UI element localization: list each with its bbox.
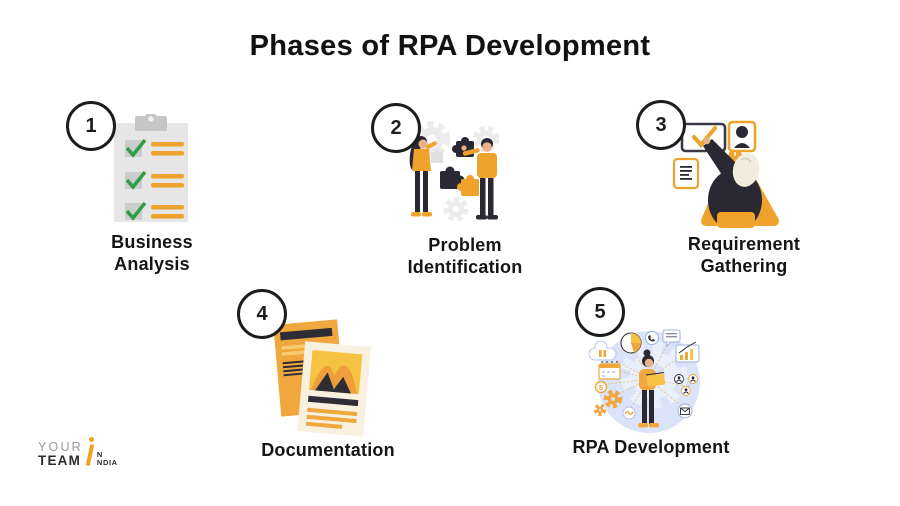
cloud-icon [588,340,617,361]
gear-icon [593,389,623,417]
developer-with-automation-tools-icon: $ [587,327,711,433]
phase-label: Requirement Gathering [687,234,801,276]
dollar-coin-icon: $ [594,380,608,394]
phase-label: Business Analysis [111,232,193,274]
team-network-icon [674,374,698,396]
logo-word-ndia: NDIA [96,458,118,468]
mail-icon [677,403,693,419]
chat-bubble-icon [662,329,681,348]
phase-number: 3 [655,113,667,136]
phase-rpa-development: 5 [551,285,751,485]
logo-wordmark: YOUR TEAM [38,439,83,468]
checklist-row [125,138,184,158]
phase-number: 1 [85,114,97,137]
phase-5-number-badge: 5 [575,287,625,337]
phase-3-number-badge: 3 [636,100,686,150]
phase-label: Problem Identification [407,235,523,277]
notes-card [672,157,700,190]
calendar-icon [598,361,621,380]
phase-1-number-badge: 1 [66,101,116,151]
puzzle-piece-gray [431,149,443,163]
phase-number: 5 [594,300,606,323]
logo-word-team: TEAM [38,452,82,468]
pie-chart-icon [620,332,642,354]
woman-figure [409,136,437,217]
phase-documentation: 4 [228,286,428,486]
logo-word-your: YOUR [38,439,83,454]
phase-2-number-badge: 2 [371,103,421,153]
your-team-in-india-logo: YOUR TEAM N NDIA [38,437,118,468]
checklist-row [125,201,184,221]
pencil-icon [622,406,636,420]
stacked-documents-icon [269,316,374,438]
phase-problem-identification: 2 [365,98,565,298]
analyst-with-checklist-cards-icon [661,116,791,228]
page-title: Phases of RPA Development [249,30,651,62]
phone-icon [645,331,659,345]
phase-requirement-gathering: 3 Requirement Gathering [636,96,844,296]
phase-label: Documentation [261,440,395,460]
phase-4-number-badge: 4 [237,289,287,339]
man-figure [461,138,498,220]
puzzle-piece-orange [457,175,479,196]
front-document [297,341,371,437]
phase-business-analysis: 1 [52,98,252,298]
logo-suffix: N NDIA [96,449,118,468]
gear-icon [443,196,469,222]
analyst-figure [703,137,762,228]
growth-chart-icon [675,341,700,363]
phase-number: 4 [256,302,268,325]
checklist-row [125,170,184,190]
logo-word-n: N [96,449,103,459]
logo-i-mark-icon [85,437,95,468]
profile-card [727,120,757,153]
phase-number: 2 [390,116,402,139]
phase-label: RPA Development [572,437,730,457]
developer-figure [638,349,666,428]
svg-text:$: $ [599,383,604,392]
clipboard-checklist-icon [113,114,189,222]
